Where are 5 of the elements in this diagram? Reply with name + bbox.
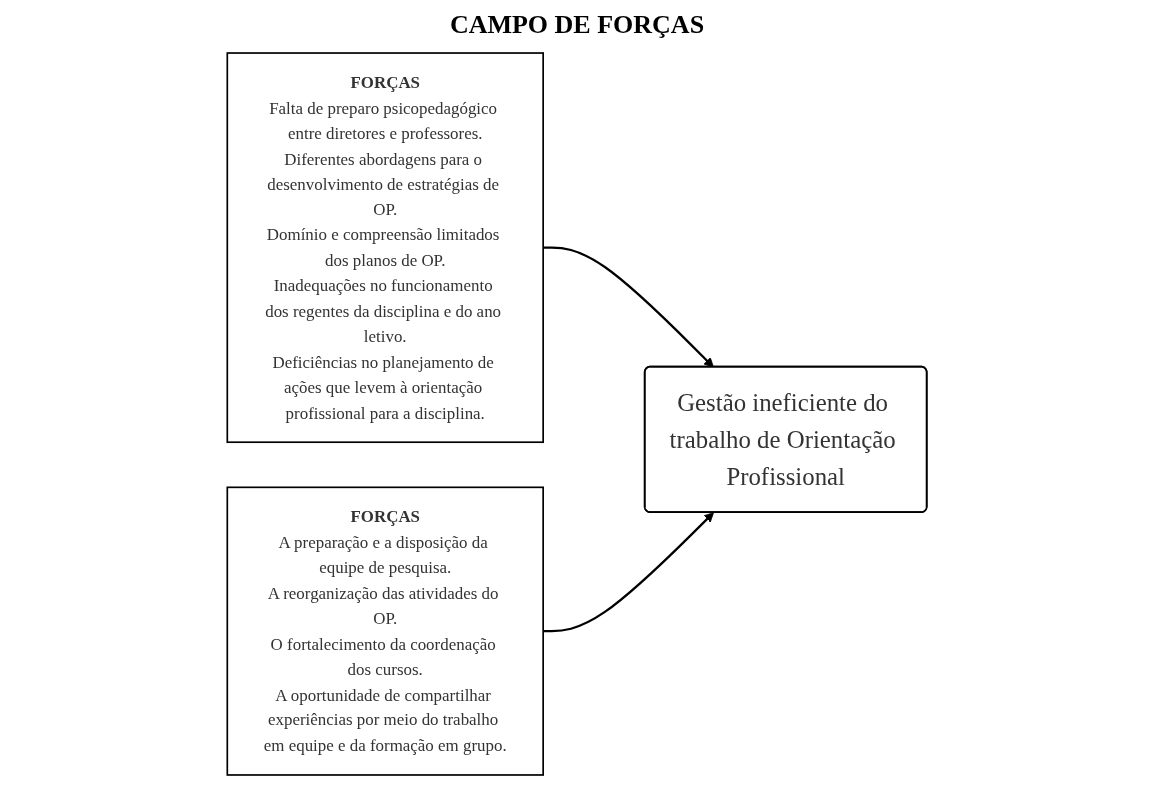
node-box: FORÇAS A preparação e a disposição da equipe de pesquisa. A reorganização das atividades do OP. O fortalecimento da coordenação dos cursos. A oportunidade de compartilhar experiências por meio do trabalho em equipe e da formação em grupo. xyxy=(226,486,544,776)
node-box: FORÇAS Falta de preparo psicopedagógico entre diretores e professores. Diferentes abordagens para o desenvolvimento de estratégias de OP. Domínio e compreensão limitados dos planos de OP. Inadequações no funcionamento dos regentes da disciplina e do ano letivo. Deficiências no planejamento de ações que levem à orientação profissional para a disciplina. xyxy=(226,52,544,444)
arrow xyxy=(543,246,714,368)
arrow xyxy=(543,512,714,633)
diagram-title: CAMPO DE FORÇAS xyxy=(448,10,706,40)
